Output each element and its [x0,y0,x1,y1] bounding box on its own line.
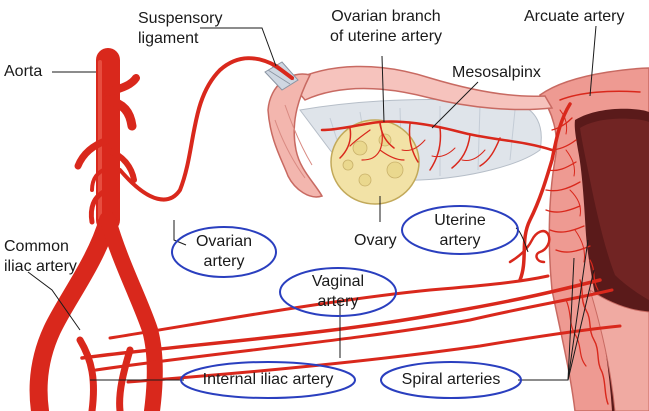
uterus [538,67,649,411]
label-vaginal-artery-line1: Vaginal [311,273,365,290]
arteries [29,48,641,411]
highlight-ovals [171,205,522,399]
label-ovary: Ovary [354,232,397,249]
uterine-artery-oval [401,205,519,255]
label-mesosalpinx: Mesosalpinx [452,64,541,81]
label-common-iliac-line2: iliac artery [4,258,77,275]
label-ovarian-branch-line1: Ovarian branch [331,8,441,25]
label-uterine-artery-line1: Uterine [434,212,486,229]
vaginal-artery-oval [279,267,397,317]
label-suspensory-ligament-line2: ligament [138,30,199,47]
label-uterine-artery-line2: artery [439,232,481,249]
label-ovarian-artery-line1: Ovarian [195,233,253,250]
internal-iliac-artery-oval [180,361,356,399]
spiral-arteries-oval [380,361,522,399]
label-aorta: Aorta [4,63,43,80]
label-ovarian-artery-line2: artery [203,253,245,270]
ovary [330,119,420,205]
label-arcuate-artery: Arcuate artery [524,8,625,25]
label-spiral-arteries: Spiral arteries [401,371,501,388]
ovarian-artery-oval [171,226,277,278]
label-suspensory-ligament-line1: Suspensory [138,10,223,27]
label-common-iliac-line1: Common [4,238,69,255]
leader-lines [27,25,597,381]
label-vaginal-artery-line2: artery [317,293,359,310]
label-ovarian-branch-line2: of uterine artery [329,28,443,45]
label-internal-iliac-artery: Internal iliac artery [202,371,334,388]
